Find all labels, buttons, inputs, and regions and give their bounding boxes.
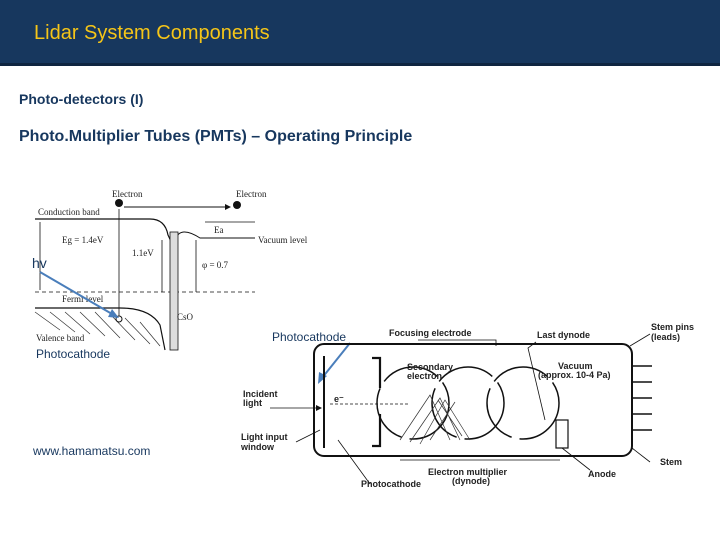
incident-light-label: Incident bbox=[243, 389, 278, 399]
slide-subtitle: Photo.Multiplier Tubes (PMTs) – Operatin… bbox=[19, 128, 413, 145]
light-input-window-label: Light input bbox=[241, 432, 287, 442]
slide-title: Lidar System Components bbox=[34, 22, 270, 44]
dynode-3 bbox=[486, 366, 560, 440]
e-minus-label: e⁻ bbox=[334, 394, 344, 404]
cso-layer bbox=[169, 231, 179, 351]
energy-1-1ev-label: 1.1eV bbox=[132, 248, 154, 258]
electron-label-left: Electron bbox=[112, 189, 143, 199]
electron-dot-left bbox=[115, 199, 123, 207]
photocathode-label-left: Photocathode bbox=[36, 347, 111, 361]
anode-label: Anode bbox=[588, 469, 616, 479]
dynode-label: (dynode) bbox=[452, 476, 490, 486]
valence-band-label: Valence band bbox=[36, 333, 85, 343]
stem-pins-sub-label: (leads) bbox=[651, 332, 680, 342]
stem-pins bbox=[632, 365, 652, 431]
conduction-band-line bbox=[35, 218, 176, 251]
pmt-tube bbox=[313, 343, 633, 457]
photocathode-label-pmt: Photocathode bbox=[361, 479, 421, 489]
vacuum-sub-label: (approx. 10-4 Pa) bbox=[538, 370, 611, 380]
stem-pins-label: Stem pins bbox=[651, 322, 694, 332]
photocathode-pointer-arrow bbox=[321, 342, 351, 379]
section-heading: Photo-detectors (I) bbox=[19, 91, 144, 107]
last-dynode-label: Last dynode bbox=[537, 330, 590, 340]
light-input-window-sub-label: window bbox=[240, 442, 275, 452]
stem-label: Stem bbox=[660, 457, 682, 467]
dynode-2 bbox=[431, 366, 505, 440]
valence-band-line bbox=[35, 307, 166, 351]
vacuum-label: Vacuum bbox=[558, 361, 593, 371]
dynode-1 bbox=[376, 366, 450, 440]
work-function-label: φ = 0.7 bbox=[202, 260, 229, 270]
incident-light-sub-label: light bbox=[243, 398, 262, 408]
cso-label: CsO bbox=[177, 312, 194, 322]
source-credit: www.hamamatsu.com bbox=[33, 444, 151, 458]
fermi-level-label: Fermi level bbox=[62, 294, 104, 304]
electron-trajectories bbox=[399, 394, 471, 445]
vacuum-level-label: Vacuum level bbox=[258, 235, 308, 245]
electron-multiplier-label: Electron multiplier bbox=[428, 467, 508, 477]
secondary-electron-label: Secondary bbox=[407, 362, 453, 372]
secondary-electron-sub-label: electron bbox=[407, 371, 442, 381]
anode bbox=[555, 419, 569, 449]
focusing-electrode bbox=[372, 356, 382, 448]
conduction-band-label: Conduction band bbox=[38, 207, 100, 217]
title-bar: Lidar System Components bbox=[0, 0, 720, 66]
electron-label-right: Electron bbox=[236, 189, 267, 199]
photocathode-label-mid: Photocathode bbox=[272, 330, 347, 344]
focusing-electrode-label: Focusing electrode bbox=[389, 328, 472, 338]
ea-label: Ea bbox=[214, 225, 224, 235]
hv-arrow bbox=[39, 271, 113, 315]
electron-dot-right bbox=[233, 201, 241, 209]
hv-label: hv bbox=[32, 255, 47, 271]
eg-label: Eg = 1.4eV bbox=[62, 235, 104, 245]
